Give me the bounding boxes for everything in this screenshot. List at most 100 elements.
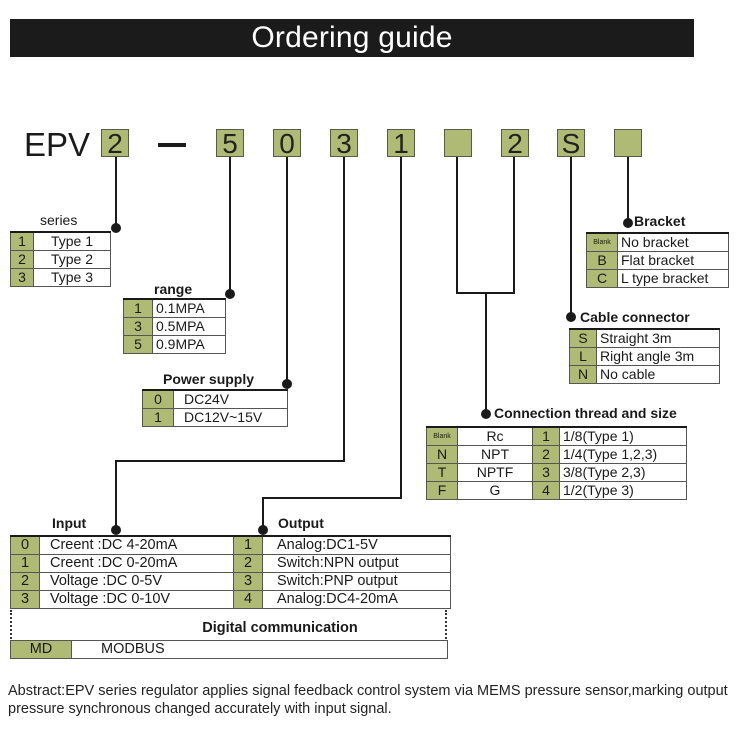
bracket-value: No bracket <box>617 232 729 252</box>
size-value: 1/2(Type 3) <box>559 481 687 500</box>
size-code: 1 <box>532 426 560 446</box>
size-value: 1/8(Type 1) <box>559 426 687 446</box>
thread-value: G <box>457 481 533 500</box>
range-value: 0.5MPA <box>152 317 226 336</box>
output-code: 3 <box>233 572 263 591</box>
table-row: Blank Rc 1 1/8(Type 1) <box>426 426 687 446</box>
input-code: 3 <box>10 590 40 609</box>
connector-input <box>343 157 345 462</box>
bracket-label: Bracket <box>634 213 686 229</box>
output-value: Analog:DC1-5V <box>262 535 451 555</box>
output-value: Switch:PNP output <box>262 572 451 591</box>
input-code: 0 <box>10 535 40 555</box>
code-box-thread <box>444 129 472 157</box>
connector-output-h <box>262 497 402 499</box>
size-value: 1/4(Type 1,2,3) <box>559 445 687 464</box>
size-code: 3 <box>532 463 560 482</box>
connector-range <box>229 157 231 294</box>
power-code: 1 <box>142 408 174 427</box>
connector-input-h <box>115 460 345 462</box>
size-value: 3/8(Type 2,3) <box>559 463 687 482</box>
connector-cable <box>570 157 572 317</box>
series-label: series <box>40 212 78 228</box>
output-code: 2 <box>233 554 263 573</box>
power-value: DC12V~15V <box>173 408 288 427</box>
table-row: N NPT 2 1/4(Type 1,2,3) <box>426 445 687 464</box>
bracket-code: Blank <box>586 232 618 252</box>
output-value: Switch:NPN output <box>262 554 451 573</box>
connector-output <box>400 157 402 498</box>
range-label: range <box>154 281 193 297</box>
power-code: 0 <box>142 389 174 409</box>
code-box-bracket <box>614 129 642 157</box>
connector-output-v <box>262 497 264 530</box>
thread-table: Blank Rc 1 1/8(Type 1) N NPT 2 1/4(Type … <box>426 426 687 500</box>
series-value: Type 3 <box>33 268 111 287</box>
thread-label: Connection thread and size <box>494 405 677 421</box>
connector-power <box>286 157 288 384</box>
connector-dot-cable <box>566 312 576 322</box>
output-label: Output <box>278 515 324 531</box>
thread-code: F <box>426 481 458 500</box>
cable-code: N <box>569 365 597 384</box>
input-value: Creent :DC 0-20mA <box>39 554 234 573</box>
cable-value: Right angle 3m <box>596 347 720 366</box>
range-value: 0.9MPA <box>152 335 226 354</box>
input-label: Input <box>52 515 87 531</box>
connector-thread-v <box>485 292 487 414</box>
digital-label: Digital communication <box>202 620 358 636</box>
cable-value: Straight 3m <box>596 328 720 348</box>
digital-value: MODBUS <box>101 641 165 657</box>
code-box-range: 5 <box>216 129 244 158</box>
connector-input-v <box>115 460 117 530</box>
connector-dot-input <box>111 525 121 535</box>
table-row: 1 Creent :DC 0-20mA 2 Switch:NPN output <box>10 554 451 573</box>
range-code: 5 <box>123 335 153 354</box>
cable-code: S <box>569 328 597 348</box>
cable-label: Cable connector <box>580 309 690 325</box>
thread-value: NPT <box>457 445 533 464</box>
thread-code: Blank <box>426 426 458 446</box>
connector-thread <box>456 157 458 294</box>
series-value: Type 1 <box>33 231 111 251</box>
size-code: 4 <box>532 481 560 500</box>
model-prefix: EPV <box>24 126 91 163</box>
code-dash <box>158 143 186 147</box>
code-box-cable: S <box>557 129 585 158</box>
code-box-output: 1 <box>387 129 415 158</box>
size-code: 2 <box>532 445 560 464</box>
input-code: 1 <box>10 554 40 573</box>
series-code: 3 <box>10 268 34 287</box>
table-row: 3 Voltage :DC 0-10V 4 Analog:DC4-20mA <box>10 590 451 609</box>
abstract-text: Abstract:EPV series regulator applies si… <box>8 683 728 717</box>
bracket-value: Flat bracket <box>617 251 729 270</box>
series-value: Type 2 <box>33 250 111 269</box>
code-box-series: 2 <box>101 129 129 158</box>
thread-value: NPTF <box>457 463 533 482</box>
input-value: Voltage :DC 0-10V <box>39 590 234 609</box>
thread-code: T <box>426 463 458 482</box>
bracket-code: B <box>586 251 618 270</box>
connector-dot-power <box>282 379 292 389</box>
table-row: F G 4 1/2(Type 3) <box>426 481 687 500</box>
connector-bracket <box>627 157 629 223</box>
page-title: Ordering guide <box>10 19 694 57</box>
series-code: 2 <box>10 250 34 269</box>
io-table: 0 Creent :DC 4-20mA 1 Analog:DC1-5V 1 Cr… <box>10 535 451 609</box>
range-code: 1 <box>123 298 153 318</box>
connector-dot-series <box>111 223 121 233</box>
